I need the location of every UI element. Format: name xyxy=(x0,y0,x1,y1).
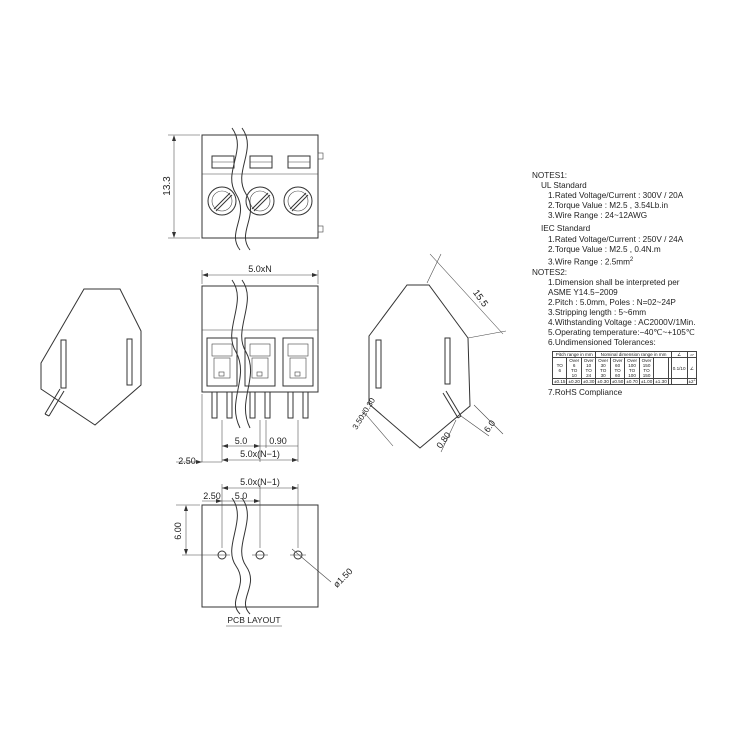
tol-cell xyxy=(653,357,669,380)
tol-header-nominal: Nominal dimension range in mm xyxy=(595,351,672,359)
screw-head xyxy=(283,186,313,216)
tol-value: ±0.50 xyxy=(609,378,626,386)
top-view: 13.3 xyxy=(162,127,324,251)
tol-value: ±2° xyxy=(686,378,698,386)
dim-pin-length: 3.50±0.30 xyxy=(351,396,378,431)
iec-item: 2.Torque Value : M2.5 , 0.4N.m xyxy=(548,244,661,254)
break-line xyxy=(241,127,252,251)
pcb-hole xyxy=(214,550,306,560)
terminal-opening xyxy=(244,337,276,387)
terminal-opening xyxy=(206,337,238,387)
tol-value xyxy=(670,378,688,386)
tol-cell-flat: 0.1/10 xyxy=(670,357,688,380)
notes2-item: ASME Y14.5−2009 xyxy=(548,287,618,297)
dim-edge-pcb: 2.50 xyxy=(203,491,221,501)
notes2-item: 5.Operating temperature:−40℃~+105℃ xyxy=(548,328,695,338)
notes2-item: 4.Withstanding Voltage : AC2000V/1Min. xyxy=(548,318,696,328)
pin xyxy=(211,391,309,419)
iec-item: 1.Rated Voltage/Current : 250V / 24A xyxy=(548,234,684,244)
iec-header: IEC Standard xyxy=(541,224,591,234)
side-view-right: 15.5 3.50±0.30 0.80 6.0 xyxy=(351,253,507,453)
tol-value xyxy=(667,378,672,386)
notes1-title: NOTES1: xyxy=(532,171,568,180)
ul-item: 2.Torque Value : M2.5 , 3.54Lb.in xyxy=(548,201,669,211)
notes2-title: NOTES2: xyxy=(532,267,568,277)
tol-value: ±0.70 xyxy=(624,378,640,386)
break-line xyxy=(241,497,252,615)
dim-total-width: 5.0xN xyxy=(248,264,272,274)
dim-height-side: 15.5 xyxy=(470,288,490,309)
notes2-item: 6.Undimensioned Tolerances: xyxy=(548,338,656,348)
notes-panel: NOTES1: UL Standard 1.Rated Voltage/Curr… xyxy=(532,171,747,398)
dim-pitch-front: 5.0 xyxy=(235,436,248,446)
iec-item: 3.Wire Range : 2.5mm2 xyxy=(532,255,747,268)
ul-header: UL Standard xyxy=(541,181,587,191)
iec-wire: 3.Wire Range : 2.5mm xyxy=(548,257,630,267)
terminal-opening xyxy=(282,337,314,387)
dim-edge-front: 2.50 xyxy=(178,456,196,466)
dim-pin-front: 0.90 xyxy=(269,436,287,446)
pcb-layout-caption: PCB LAYOUT xyxy=(227,615,280,625)
pcb-layout: 5.0x(N−1) 2.50 5.0 6.00 ø1.50 PCB LAYOUT xyxy=(173,477,355,627)
ul-item: 3.Wire Range : 24~12AWG xyxy=(548,211,648,221)
notes2-item: 2.Pitch : 5.0mm, Poles : N=02~24P xyxy=(548,297,676,307)
dim-row-pcb: 6.00 xyxy=(173,522,183,540)
front-view: 5.0xN xyxy=(176,264,319,466)
dim-pitch-n-pcb: 5.0x(N−1) xyxy=(240,477,280,487)
tol-cell-angle: ∠ xyxy=(686,357,698,380)
tol-header-pitch: Pitch range in mm xyxy=(551,351,597,359)
screw-head xyxy=(245,186,275,216)
notes2-item: 1.Dimension shall be interpreted per xyxy=(548,277,680,287)
tol-value: ±0.30 xyxy=(595,378,611,386)
dim-pitch-n-front: 5.0x(N−1) xyxy=(240,449,280,459)
tol-value: ±0.30 xyxy=(580,378,597,386)
notes2-item7: 7.RoHS Compliance xyxy=(548,388,623,398)
notes2-item: 3.Stripping length : 5~6mm xyxy=(548,307,647,317)
side-profile-right xyxy=(368,284,471,449)
iec-wire-sup: 2 xyxy=(629,256,634,263)
dim-depth-side: 6.0 xyxy=(482,418,497,434)
break-line xyxy=(231,279,241,429)
tol-value: ±1.00 xyxy=(638,378,655,386)
tol-value: ±0.15 xyxy=(551,378,568,386)
ul-item: 1.Rated Voltage/Current : 300V / 20A xyxy=(548,191,684,201)
tol-value: ±1.30 xyxy=(653,378,669,386)
tol-value: ±0.20 xyxy=(566,378,582,386)
front-view-outline xyxy=(201,285,319,393)
side-profile-left xyxy=(40,288,142,426)
break-line xyxy=(231,127,242,251)
dim-hole-pcb: ø1.50 xyxy=(331,566,354,589)
break-line xyxy=(231,497,242,615)
dim-pitch-pcb: 5.0 xyxy=(235,491,248,501)
break-line xyxy=(241,279,251,429)
screw-head xyxy=(207,186,237,216)
side-view-left xyxy=(40,288,142,426)
tolerance-table: Pitch range in mm Nominal dimension rang… xyxy=(551,351,698,386)
top-view-outline xyxy=(201,134,319,239)
dim-height-top: 13.3 xyxy=(162,176,173,196)
